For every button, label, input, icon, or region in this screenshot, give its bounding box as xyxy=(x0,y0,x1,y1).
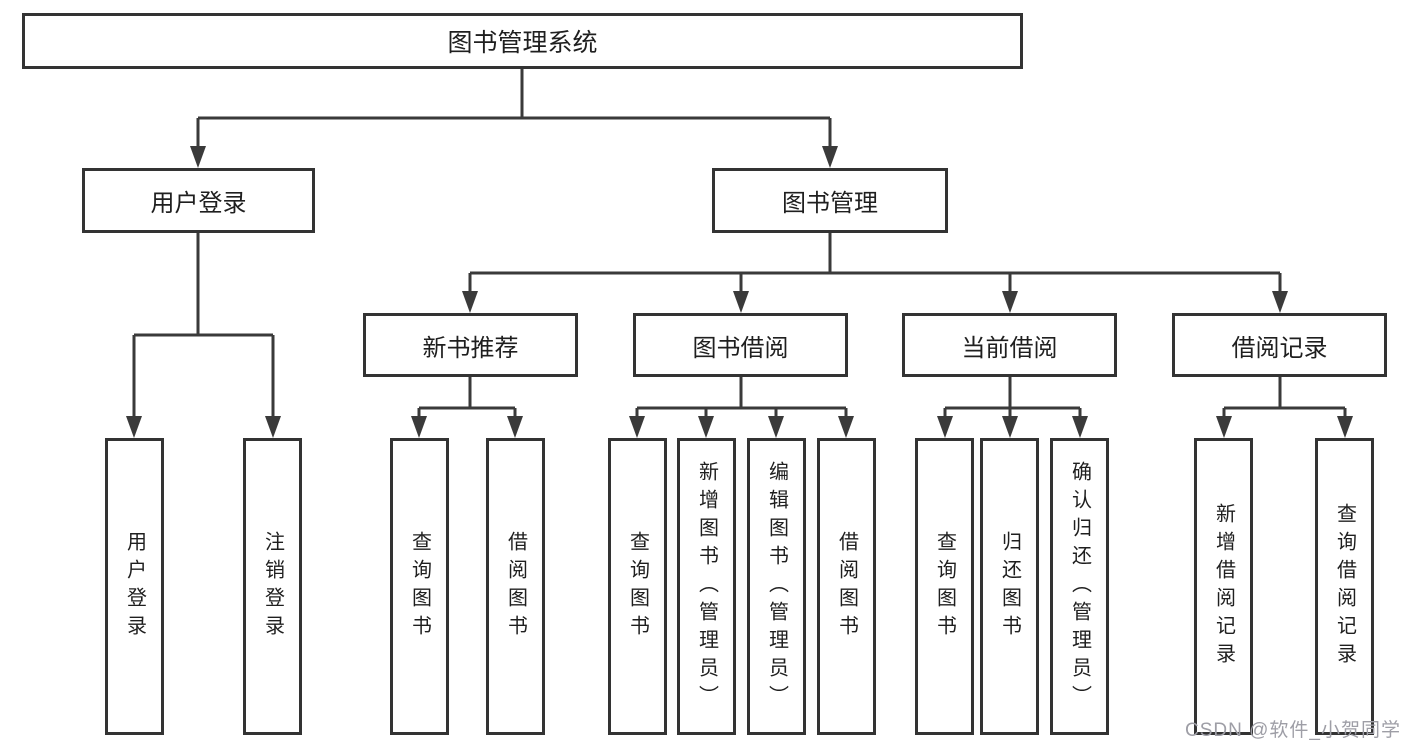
leaf-confirm-return-admin: 确认归还（管理员） xyxy=(1050,438,1109,735)
arrow-icon xyxy=(190,146,206,168)
leaf-query-books-recommend-label: 查询图书 xyxy=(408,530,431,643)
node-book-management-label: 图书管理 xyxy=(782,190,878,217)
arrow-icon xyxy=(629,416,645,438)
arrow-icon xyxy=(265,416,281,438)
leaf-logout: 注销登录 xyxy=(243,438,302,735)
leaf-query-borrow-record-label: 查询借阅记录 xyxy=(1333,502,1356,671)
arrow-icon xyxy=(1072,416,1088,438)
leaf-borrow-books-label: 借阅图书 xyxy=(835,530,858,643)
node-user-login-label: 用户登录 xyxy=(150,190,247,217)
node-borrow-records-label: 借阅记录 xyxy=(1231,334,1328,362)
leaf-borrow-books-recommend: 借阅图书 xyxy=(486,438,545,735)
leaf-return-books: 归还图书 xyxy=(980,438,1039,735)
arrow-icon xyxy=(698,416,714,438)
leaf-add-book-admin-label: 新增图书（管理员） xyxy=(695,460,718,713)
arrow-icon xyxy=(1002,416,1018,438)
arrow-icon xyxy=(507,416,523,438)
node-book-borrow-label: 图书借阅 xyxy=(692,334,789,362)
leaf-edit-book-admin: 编辑图书（管理员） xyxy=(747,438,806,735)
csdn-watermark: CSDN @软件_小贺同学 xyxy=(1185,720,1401,741)
node-book-borrow: 图书借阅 xyxy=(633,313,848,377)
connector-paths xyxy=(132,69,1347,422)
leaf-add-book-admin: 新增图书（管理员） xyxy=(677,438,736,735)
arrow-icon xyxy=(1216,416,1232,438)
node-root-system: 图书管理系统 xyxy=(22,13,1023,69)
arrow-icon xyxy=(733,291,749,313)
arrow-icon xyxy=(838,416,854,438)
leaf-add-borrow-record: 新增借阅记录 xyxy=(1194,438,1253,735)
leaf-borrow-books: 借阅图书 xyxy=(817,438,876,735)
arrow-icon xyxy=(411,416,427,438)
leaf-confirm-return-admin-label: 确认归还（管理员） xyxy=(1068,460,1091,713)
node-new-book-recommend: 新书推荐 xyxy=(363,313,578,377)
node-user-login: 用户登录 xyxy=(82,168,315,233)
leaf-user-login-label: 用户登录 xyxy=(123,530,146,643)
arrow-icon xyxy=(126,416,142,438)
arrow-icon xyxy=(1272,291,1288,313)
leaf-query-books-current-label: 查询图书 xyxy=(933,530,956,643)
arrowheads xyxy=(126,146,1353,438)
leaf-query-books-recommend: 查询图书 xyxy=(390,438,449,735)
leaf-logout-label: 注销登录 xyxy=(261,530,284,643)
node-current-borrow: 当前借阅 xyxy=(902,313,1117,377)
arrow-icon xyxy=(1002,291,1018,313)
node-root-label: 图书管理系统 xyxy=(447,29,598,57)
leaf-user-login: 用户登录 xyxy=(105,438,164,735)
leaf-query-books-borrow-label: 查询图书 xyxy=(626,530,649,643)
arrow-icon xyxy=(1337,416,1353,438)
node-new-book-recommend-label: 新书推荐 xyxy=(422,334,519,362)
arrow-icon xyxy=(822,146,838,168)
leaf-query-borrow-record: 查询借阅记录 xyxy=(1315,438,1374,735)
leaf-borrow-books-recommend-label: 借阅图书 xyxy=(504,530,527,643)
node-book-management: 图书管理 xyxy=(712,168,948,233)
leaf-return-books-label: 归还图书 xyxy=(998,530,1021,643)
arrow-icon xyxy=(768,416,784,438)
node-current-borrow-label: 当前借阅 xyxy=(961,334,1058,362)
leaf-query-books-borrow: 查询图书 xyxy=(608,438,667,735)
leaf-edit-book-admin-label: 编辑图书（管理员） xyxy=(765,460,788,713)
leaf-query-books-current: 查询图书 xyxy=(915,438,974,735)
arrow-icon xyxy=(937,416,953,438)
arrow-icon xyxy=(462,291,478,313)
node-borrow-records: 借阅记录 xyxy=(1172,313,1387,377)
leaf-add-borrow-record-label: 新增借阅记录 xyxy=(1212,502,1235,671)
